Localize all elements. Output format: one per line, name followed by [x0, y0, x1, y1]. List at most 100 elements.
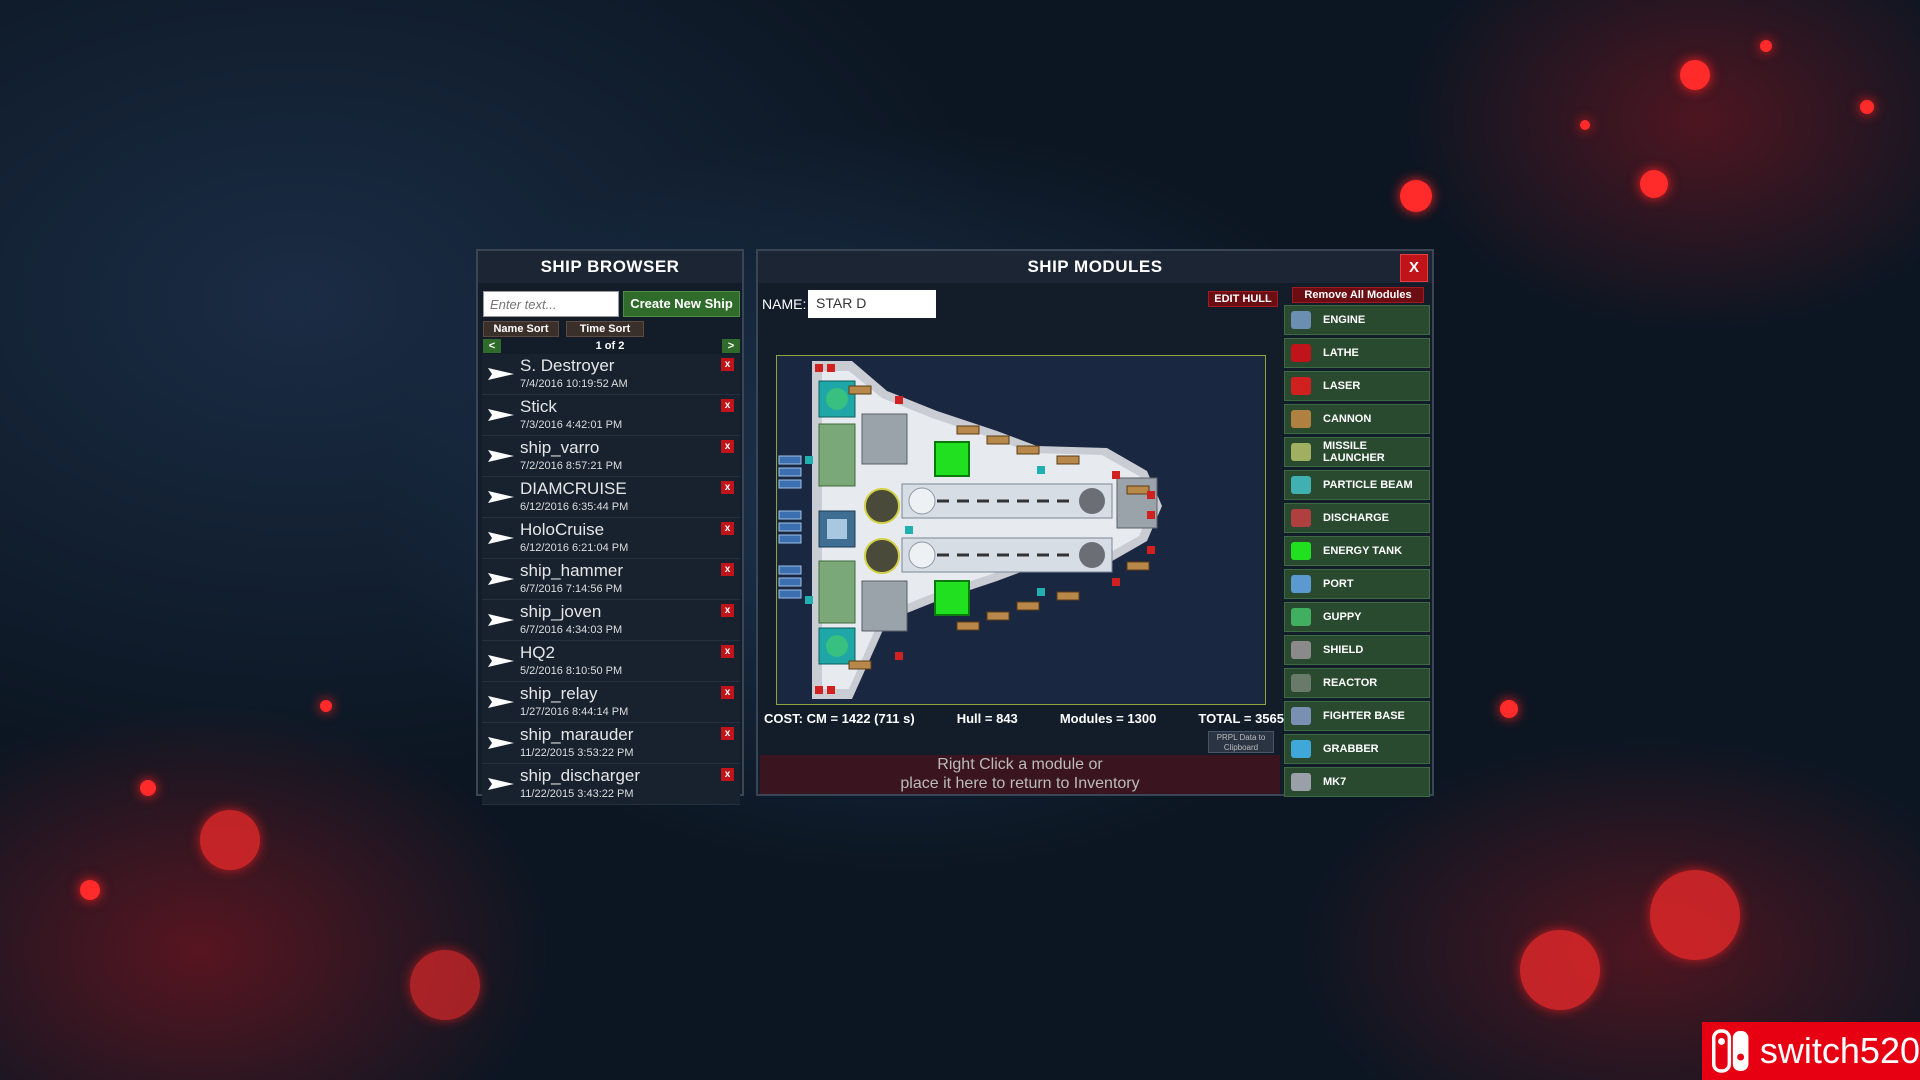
module-button-mk7[interactable]: MK7: [1284, 767, 1430, 797]
module-label: CANNON: [1323, 413, 1372, 425]
module-button-lathe[interactable]: LATHE: [1284, 338, 1430, 368]
ship-modules-panel: SHIP MODULES X NAME: STAR D EDIT HULL Re…: [756, 249, 1434, 797]
ship-date: 6/12/2016 6:35:44 PM: [520, 501, 629, 513]
page-indicator: 1 of 2: [595, 340, 625, 352]
marauder-ship-icon: [488, 737, 514, 749]
ship-design-grid[interactable]: [776, 355, 1266, 705]
ship-browser-panel: SHIP BROWSER Create New Ship Name Sort T…: [476, 249, 744, 805]
engine-icon: [1291, 311, 1311, 329]
hq2-ship-icon: [488, 655, 514, 667]
module-label: ENGINE: [1323, 314, 1366, 326]
holocruise-ship-icon: [488, 532, 514, 544]
edit-hull-button[interactable]: EDIT HULL: [1208, 291, 1278, 307]
delete-ship-button[interactable]: x: [721, 440, 734, 453]
module-button-port[interactable]: PORT: [1284, 569, 1430, 599]
ship-list-item[interactable]: ship_varro 7/2/2016 8:57:21 PM x: [482, 436, 740, 477]
relay-ship-icon: [488, 696, 514, 708]
ship-modules-title: SHIP MODULES: [758, 251, 1432, 283]
module-button-laser[interactable]: LASER: [1284, 371, 1430, 401]
module-label: REACTOR: [1323, 677, 1378, 689]
module-label: SHIELD: [1323, 644, 1364, 656]
ship-date: 6/7/2016 4:34:03 PM: [520, 624, 623, 636]
energy-tank-icon: [1291, 542, 1311, 560]
module-label: FIGHTER BASE: [1323, 710, 1405, 722]
shield-icon: [1291, 641, 1311, 659]
module-button-fighter-base[interactable]: FIGHTER BASE: [1284, 701, 1430, 731]
guppy-icon: [1291, 608, 1311, 626]
cannon-icon: [1291, 410, 1311, 428]
ship-search-input[interactable]: [483, 291, 619, 317]
laser-icon: [1291, 377, 1311, 395]
mk7-icon: [1291, 773, 1311, 791]
next-page-button[interactable]: >: [722, 339, 740, 353]
ship-date: 1/27/2016 8:44:14 PM: [520, 706, 629, 718]
ship-name: HQ2: [520, 643, 555, 662]
diamcruise-ship-icon: [488, 491, 514, 503]
delete-ship-button[interactable]: x: [721, 686, 734, 699]
ship-name: Stick: [520, 397, 557, 416]
time-sort-button[interactable]: Time Sort: [566, 321, 644, 337]
discharger-ship-icon: [488, 778, 514, 790]
module-label: PORT: [1323, 578, 1354, 590]
delete-ship-button[interactable]: x: [721, 522, 734, 535]
module-button-missile-launcher[interactable]: MISSILE LAUNCHER: [1284, 437, 1430, 467]
port-icon: [1291, 575, 1311, 593]
switch-logo-icon: [1712, 1029, 1749, 1073]
delete-ship-button[interactable]: x: [721, 727, 734, 740]
prpl-clipboard-button[interactable]: PRPL Data to Clipboard: [1208, 731, 1274, 753]
module-button-guppy[interactable]: GUPPY: [1284, 602, 1430, 632]
ship-name-input[interactable]: STAR D: [808, 290, 936, 318]
create-new-ship-button[interactable]: Create New Ship: [623, 291, 740, 317]
module-label: ENERGY TANK: [1323, 545, 1403, 557]
ship-list-item[interactable]: Stick 7/3/2016 4:42:01 PM x: [482, 395, 740, 436]
previous-page-button[interactable]: <: [483, 339, 501, 353]
ship-name: ship_hammer: [520, 561, 623, 580]
remove-all-modules-button[interactable]: Remove All Modules: [1292, 287, 1424, 303]
module-button-engine[interactable]: ENGINE: [1284, 305, 1430, 335]
delete-ship-button[interactable]: x: [721, 481, 734, 494]
discharge-icon: [1291, 509, 1311, 527]
ship-name: ship_varro: [520, 438, 600, 457]
module-button-particle-beam[interactable]: PARTICLE BEAM: [1284, 470, 1430, 500]
ship-name: ship_discharger: [520, 766, 641, 785]
hammer-ship-icon: [488, 573, 514, 585]
delete-ship-button[interactable]: x: [721, 645, 734, 658]
close-button[interactable]: X: [1400, 254, 1428, 282]
destroyer-ship-icon: [488, 368, 514, 380]
module-button-energy-tank[interactable]: ENERGY TANK: [1284, 536, 1430, 566]
module-button-reactor[interactable]: REACTOR: [1284, 668, 1430, 698]
module-label: LATHE: [1323, 347, 1359, 359]
reactor-icon: [1291, 674, 1311, 692]
delete-ship-button[interactable]: x: [721, 358, 734, 371]
module-label: DISCHARGE: [1323, 512, 1390, 524]
ship-name: S. Destroyer: [520, 356, 615, 375]
module-button-shield[interactable]: SHIELD: [1284, 635, 1430, 665]
delete-ship-button[interactable]: x: [721, 768, 734, 781]
missile-launcher-icon: [1291, 443, 1311, 461]
module-button-cannon[interactable]: CANNON: [1284, 404, 1430, 434]
module-button-grabber[interactable]: GRABBER: [1284, 734, 1430, 764]
module-button-discharge[interactable]: DISCHARGE: [1284, 503, 1430, 533]
delete-ship-button[interactable]: x: [721, 604, 734, 617]
delete-ship-button[interactable]: x: [721, 399, 734, 412]
return-to-inventory-zone[interactable]: Right Click a module or place it here to…: [760, 755, 1280, 794]
cost-cm: COST: CM = 1422 (711 s): [764, 711, 915, 726]
name-sort-button[interactable]: Name Sort: [483, 321, 559, 337]
ship-date: 7/3/2016 4:42:01 PM: [520, 419, 623, 431]
inventory-hint-line1: Right Click a module or: [937, 756, 1103, 773]
delete-ship-button[interactable]: x: [721, 563, 734, 576]
ship-date: 7/2/2016 8:57:21 PM: [520, 460, 623, 472]
switch-watermark: switch520: [1702, 1022, 1920, 1080]
joven-ship-icon: [488, 614, 514, 626]
